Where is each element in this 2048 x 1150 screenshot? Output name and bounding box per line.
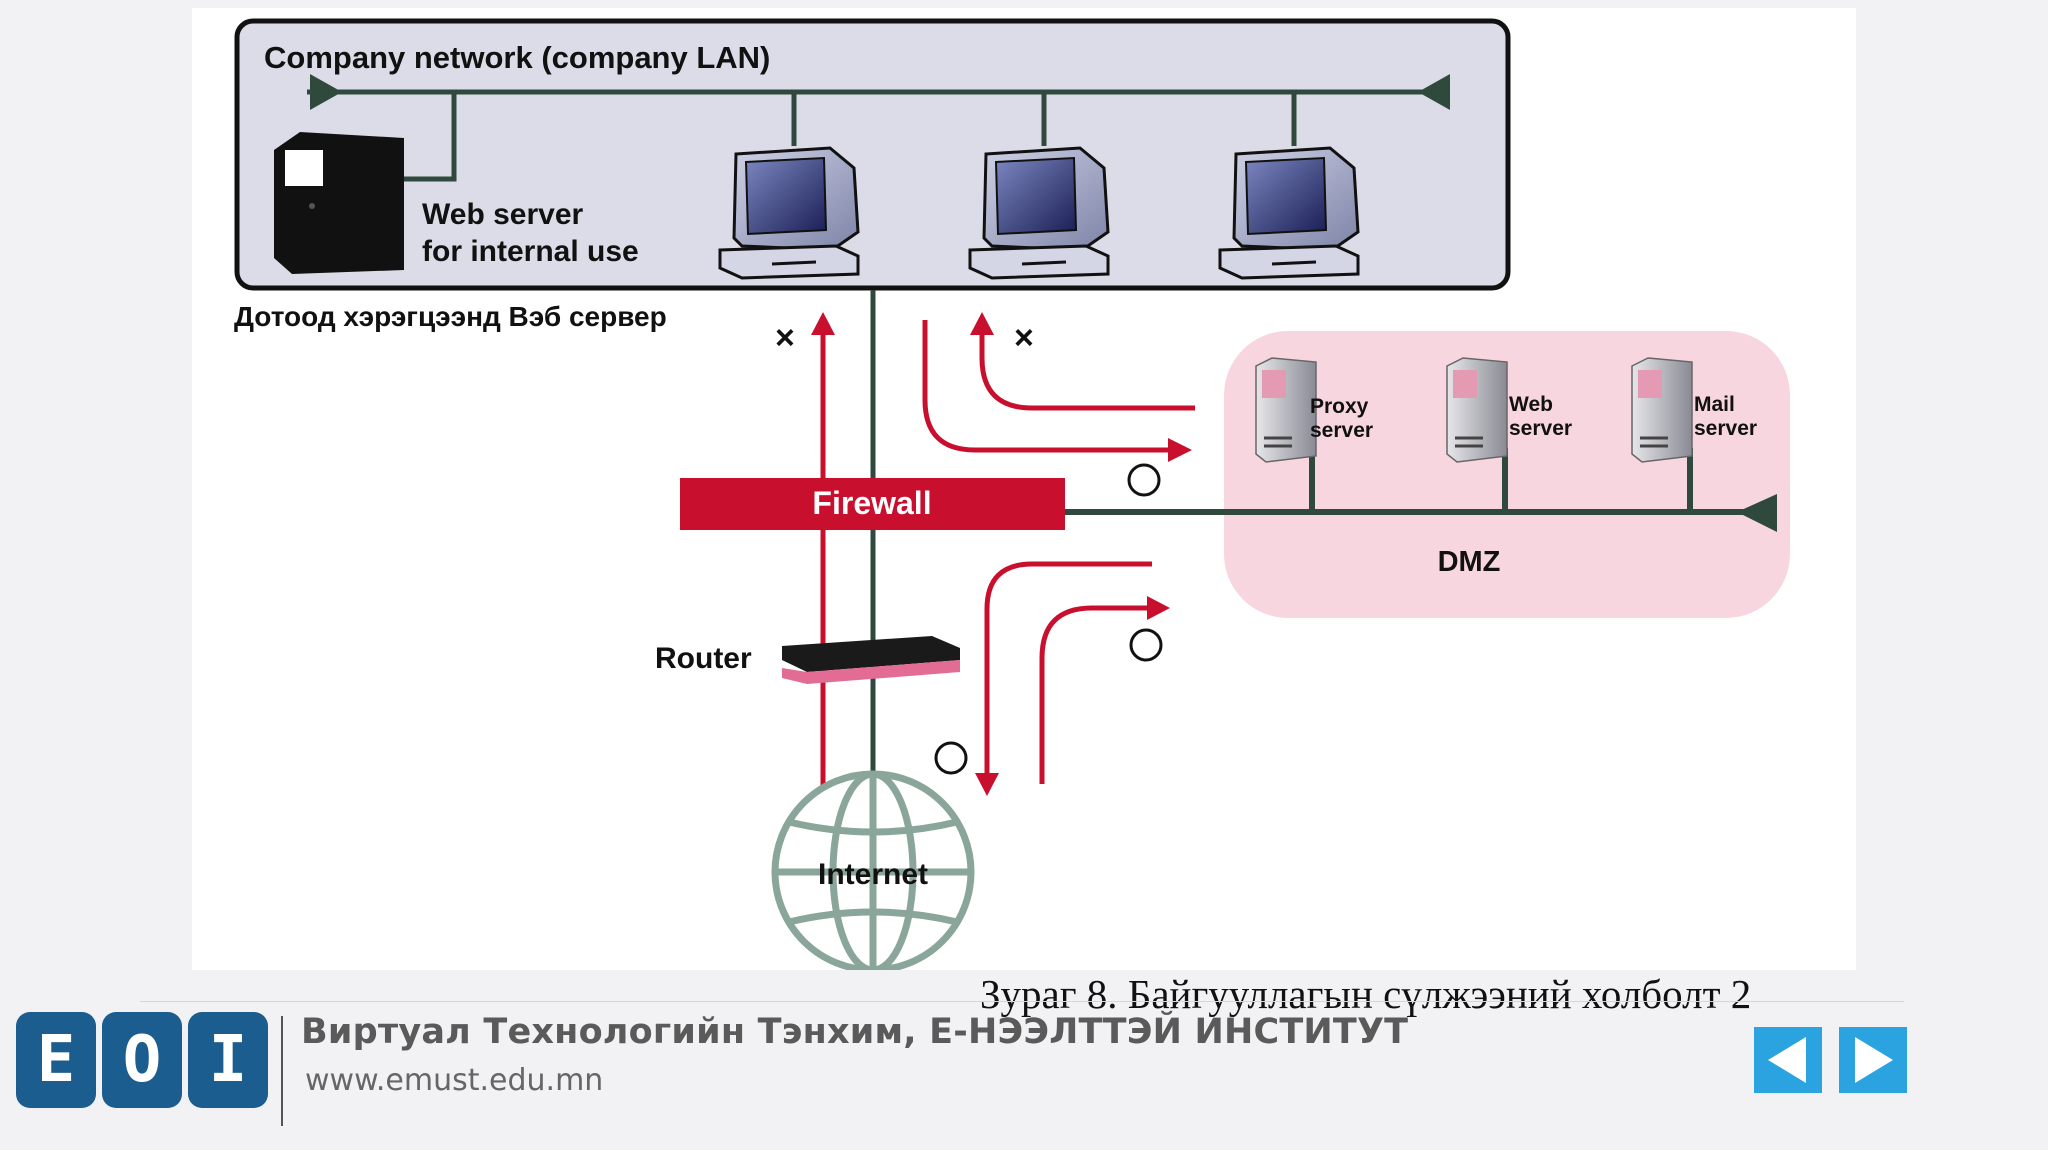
allowed-mark-1 [1127,463,1161,497]
allowed-mark-2 [1129,628,1163,662]
proxy-server-label-1: Proxy [1310,395,1369,418]
lan-box: Company network (company LAN) Web server… [234,18,1511,291]
logo-letter-o: O [102,1012,182,1108]
diagram-panel: Company network (company LAN) Web server… [192,8,1856,970]
dmz-label: DMZ [1438,546,1501,578]
router-icon [782,636,960,684]
internet-globe-icon [771,770,975,970]
web-server-label-2: server [1509,417,1572,440]
triangle-right-icon [1855,1037,1893,1083]
mail-server-label-1: Mail [1694,393,1735,416]
arrow-lan-to-dmz [922,320,1174,453]
internal-server-icon [274,132,404,274]
footer-vertical-divider [281,1016,283,1126]
eoi-logo: E O I [16,1012,268,1108]
workstation-icon [718,146,860,280]
firewall: Firewall [680,478,1065,530]
web-server-icon: Web server [1446,357,1572,463]
arrow-internet-to-dmz [1039,605,1154,784]
dmz-bus-terminator [1737,494,1777,532]
workstation-icon [968,146,1110,280]
proxy-server-icon: Proxy server [1255,357,1373,463]
traffic-arrows [811,312,1195,798]
internal-server-label-1: Web server [422,198,584,231]
workstation-icon [1218,146,1360,280]
firewall-label: Firewall [812,485,931,521]
internal-server-label-mn: Дотоод хэрэгцээнд Вэб сервер [234,301,667,332]
triangle-left-icon [1768,1037,1806,1083]
figure-caption: Зураг 8. Байгууллагын сүлжээний холболт … [980,971,1752,1017]
mail-server-icon: Mail server [1631,357,1757,463]
next-slide-button[interactable] [1839,1027,1907,1093]
arrow-dmz-to-lan [979,328,1195,411]
logo-letter-i: I [188,1012,268,1108]
internet-label: Internet [818,858,928,891]
organization-url[interactable]: www.emust.edu.mn [305,1063,604,1098]
proxy-server-label-2: server [1310,419,1373,442]
lan-title: Company network (company LAN) [264,40,770,75]
organization-name: Виртуал Технологийн Тэнхим, Е-НЭЭЛТТЭЙ И… [301,1012,1409,1052]
router-label: Router [655,642,752,675]
lan-bus-left-terminator [310,74,342,110]
mail-server-label-2: server [1694,417,1757,440]
network-diagram: Company network (company LAN) Web server… [234,18,1790,970]
blocked-mark-2: × [1014,319,1034,357]
logo-letter-e: E [16,1012,96,1108]
arrow-dmz-to-internet [984,561,1152,778]
internal-server-label-2: for internal use [422,235,639,268]
lan-bus-right-terminator [1418,74,1450,110]
allowed-mark-3 [934,741,968,775]
previous-slide-button[interactable] [1754,1027,1822,1093]
footer-divider [140,1001,1904,1002]
blocked-mark-1: × [775,319,795,357]
web-server-label-1: Web [1509,393,1553,416]
